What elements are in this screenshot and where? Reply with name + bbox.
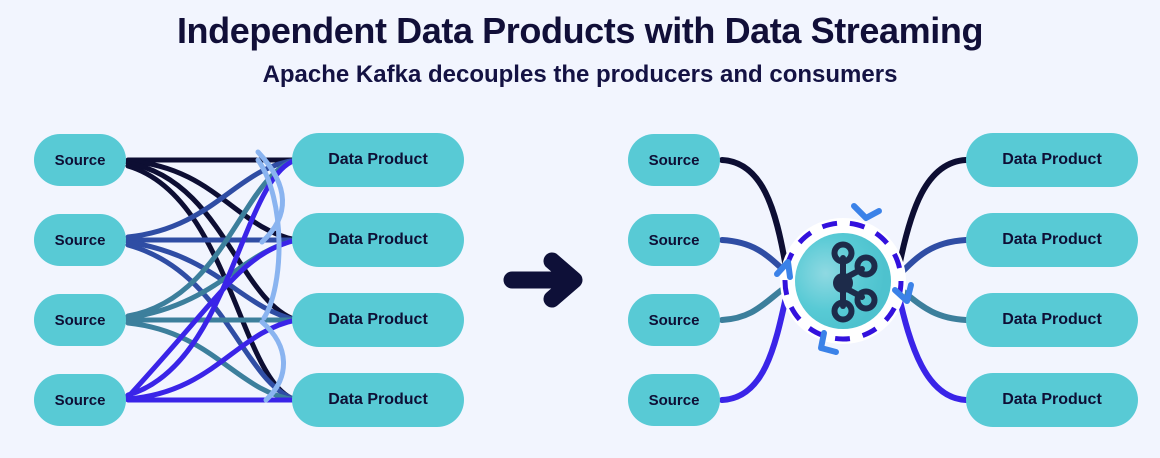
page-subtitle: Apache Kafka decouples the producers and… (262, 61, 898, 88)
right-source-pill-4[interactable]: Source (628, 374, 720, 426)
pill-label: Data Product (1002, 391, 1102, 408)
hub-rotation-arrows (774, 203, 914, 355)
pill-label: Data Product (1002, 231, 1102, 248)
right-source-pill-2[interactable]: Source (628, 214, 720, 266)
left-data-product-pill-3[interactable]: Data Product (292, 293, 464, 347)
pill-label: Source (648, 391, 700, 409)
pill-label: Source (54, 391, 106, 409)
left-data-product-pill-4[interactable]: Data Product (292, 373, 464, 427)
right-data-product-pill-4[interactable]: Data Product (966, 373, 1138, 427)
pill-label: Source (54, 151, 106, 169)
right-data-product-pill-3[interactable]: Data Product (966, 293, 1138, 347)
right-data-product-pill-1[interactable]: Data Product (966, 133, 1138, 187)
left-data-product-pill-1[interactable]: Data Product (292, 133, 464, 187)
pill-label: Source (54, 311, 106, 329)
pill-label: Source (648, 231, 700, 249)
pill-label: Source (648, 311, 700, 329)
right-arrow-icon (503, 252, 583, 308)
pill-label: Source (648, 151, 700, 169)
pill-label: Data Product (328, 311, 428, 328)
left-data-product-pill-2[interactable]: Data Product (292, 213, 464, 267)
left-mesh-connections (125, 149, 299, 403)
pill-label: Data Product (328, 231, 428, 248)
right-source-pill-1[interactable]: Source (628, 134, 720, 186)
hub-dashed-ring (782, 220, 904, 342)
kafka-logo-icon (831, 241, 878, 323)
pill-label: Data Product (328, 151, 428, 168)
pill-label: Data Product (1002, 151, 1102, 168)
right-data-product-pill-2[interactable]: Data Product (966, 213, 1138, 267)
right-inbound-connections (719, 157, 793, 403)
kafka-hub[interactable] (774, 203, 914, 355)
right-source-pill-3[interactable]: Source (628, 294, 720, 346)
left-source-pill-1[interactable]: Source (34, 134, 126, 186)
pill-label: Data Product (328, 391, 428, 408)
left-source-pill-3[interactable]: Source (34, 294, 126, 346)
pill-label: Data Product (1002, 311, 1102, 328)
page-title: Independent Data Products with Data Stre… (176, 10, 984, 51)
right-outbound-connections (893, 157, 969, 403)
left-source-pill-2[interactable]: Source (34, 214, 126, 266)
pill-label: Source (54, 231, 106, 249)
left-source-pill-4[interactable]: Source (34, 374, 126, 426)
